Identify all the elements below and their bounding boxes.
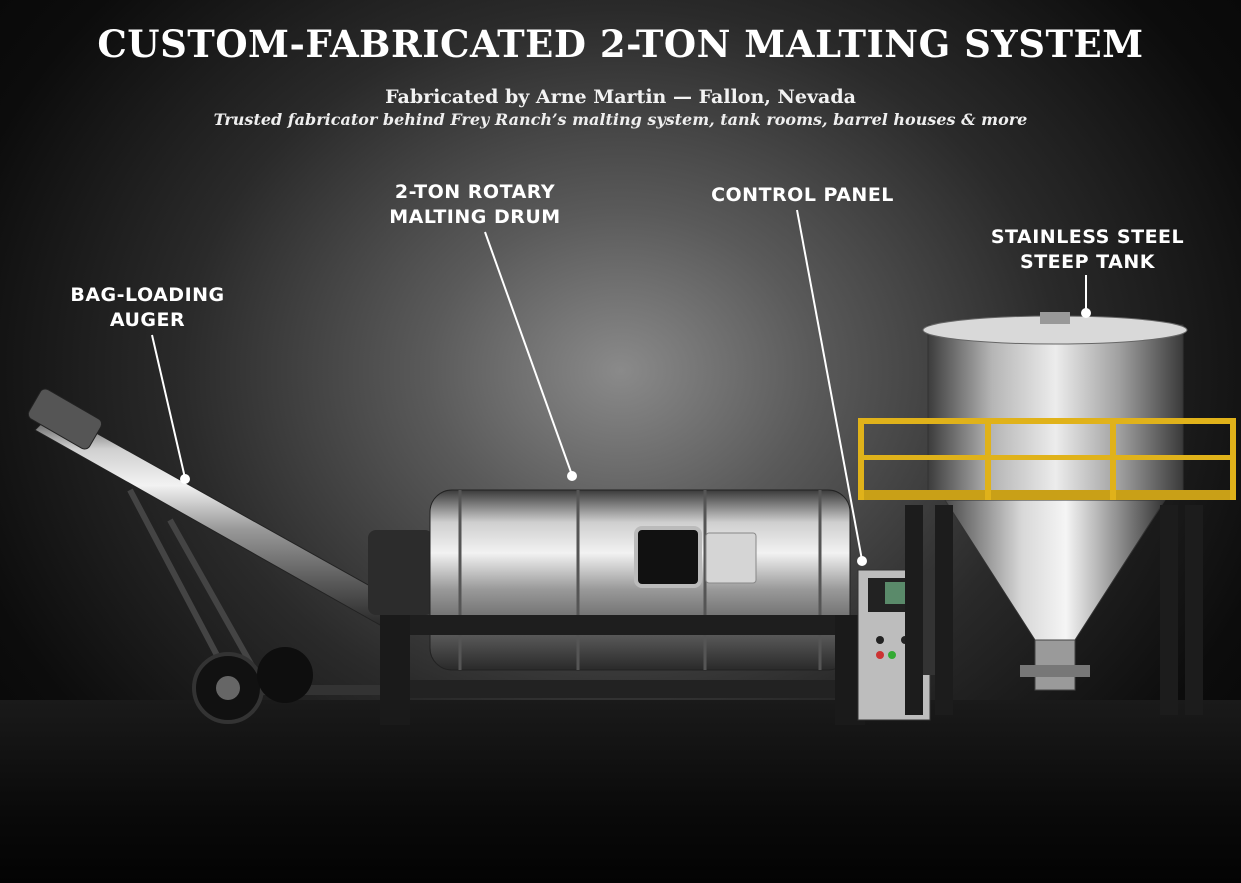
steep-tank-callout: STAINLESS STEEL STEEP TANK [965,225,1210,275]
control-panel-callout: CONTROL PANEL [690,183,915,208]
callout-leaders [151,209,1091,566]
drum-callout-line2: MALTING DRUM [389,206,561,228]
floor [0,700,1241,883]
auger-callout-line1: BAG-LOADING [70,284,225,306]
tagline: Trusted fabricator behind Frey Ranch’s m… [213,110,1028,129]
drum-callout-line1: 2-TON ROTARY [394,181,556,203]
control-panel-callout-line1: CONTROL PANEL [711,184,894,206]
steep-tank-callout-line2: STEEP TANK [1020,251,1155,273]
steep-tank [858,312,1236,715]
fabricator-subtitle: Fabricated by Arne Martin — Fallon, Neva… [385,86,856,108]
steep-tank-callout-line1: STAINLESS STEEL [990,226,1185,248]
auger-callout: BAG-LOADING AUGER [50,283,245,333]
auger-callout-line2: AUGER [109,309,186,331]
bag-loading-auger [27,388,400,724]
drum-callout: 2-TON ROTARY MALTING DRUM [365,180,585,230]
page-title: CUSTOM-FABRICATED 2-TON MALTING SYSTEM [97,22,1144,66]
control-panel [857,569,942,721]
rotary-malting-drum [368,489,865,725]
